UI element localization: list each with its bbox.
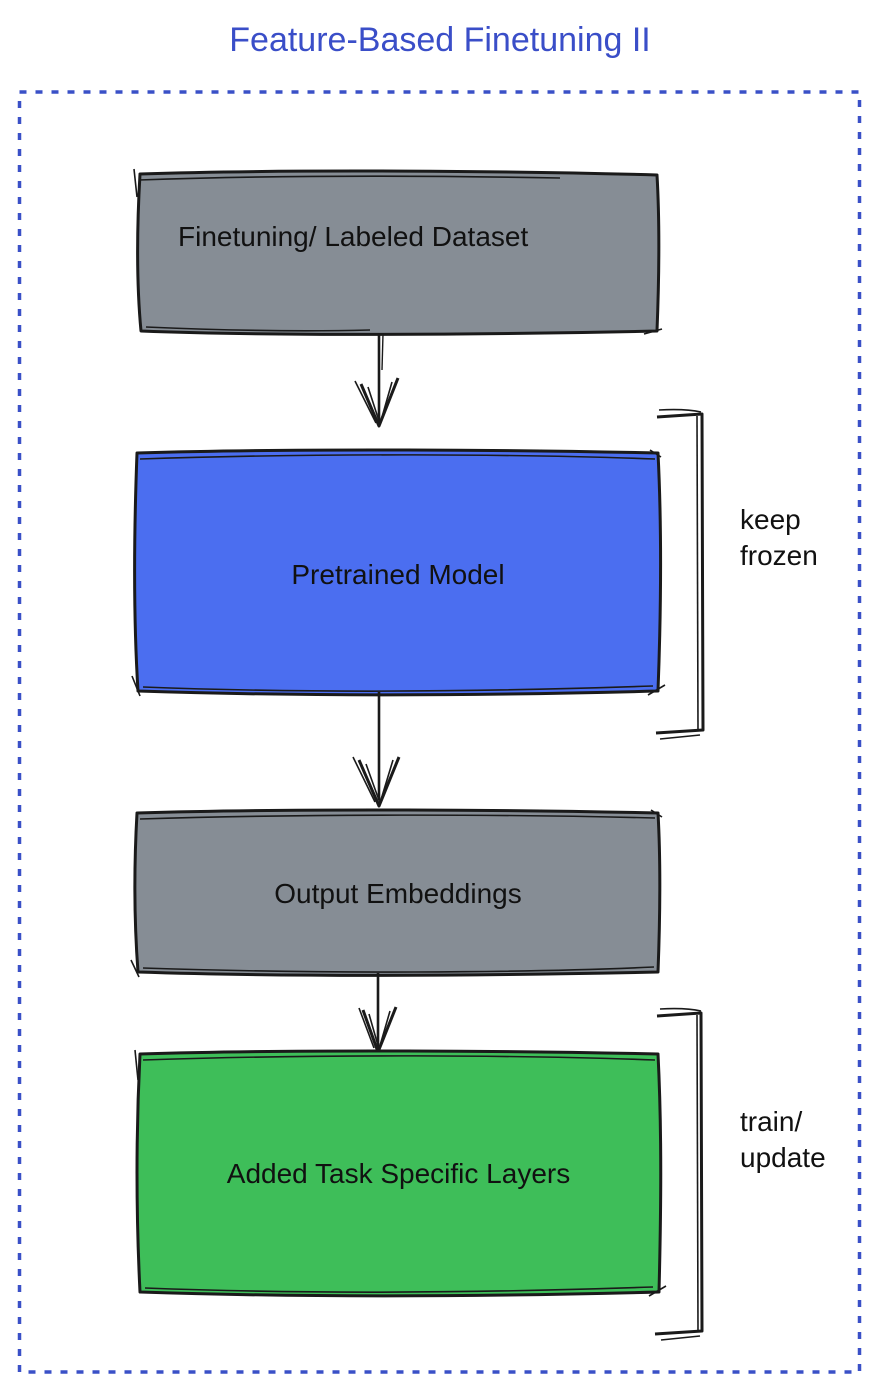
sketch-stroke	[145, 326, 371, 332]
sketch-stroke	[648, 1285, 667, 1297]
sketch-stroke	[133, 168, 138, 198]
sketch-stroke	[131, 675, 141, 697]
box-task-specific-layers-shape	[135, 1049, 663, 1298]
sketch-stroke	[142, 1055, 656, 1061]
box-output-embeddings-shape	[133, 808, 662, 977]
label-output-embeddings: Output Embeddings	[274, 878, 522, 909]
box-pretrained-model-shape	[133, 448, 663, 697]
annotation-line: train/	[740, 1106, 803, 1137]
sketch-stroke	[130, 959, 140, 978]
label-finetuning-dataset: Finetuning/ Labeled Dataset	[178, 221, 529, 252]
arrow-model-to-embeddings	[352, 692, 401, 808]
sketch-stroke	[647, 684, 666, 696]
bracket-train-update	[654, 1007, 704, 1341]
sketch-stroke	[139, 454, 656, 460]
sketch-stroke	[139, 814, 656, 820]
sketch-stroke	[142, 685, 654, 692]
sketch-stroke	[134, 1049, 139, 1081]
label-task-specific-layers: Added Task Specific Layers	[226, 1158, 571, 1189]
dotted-frame	[17, 90, 862, 1374]
sketch-stroke	[643, 328, 663, 335]
sketch-stroke	[138, 175, 561, 181]
annotation-line: keep	[740, 504, 801, 535]
sketch-stroke	[650, 809, 663, 818]
annotation-line: update	[740, 1142, 826, 1173]
label-pretrained-model: Pretrained Model	[291, 559, 505, 590]
arrow-embeddings-to-layers	[358, 973, 398, 1054]
annotation-line: frozen	[740, 540, 818, 571]
box-finetuning-dataset	[133, 168, 663, 336]
bracket-keep-frozen	[655, 408, 705, 740]
box-task-specific-layers	[134, 1049, 667, 1298]
sketch-stroke	[144, 1286, 654, 1293]
sketch-stroke	[649, 449, 662, 458]
box-output-embeddings	[130, 808, 663, 978]
annotation-train-update: train/ update	[740, 1104, 826, 1176]
box-pretrained-model	[131, 448, 666, 697]
diagram-title: Feature-Based Finetuning II	[229, 21, 651, 59]
sketch-stroke	[142, 966, 655, 973]
annotation-keep-frozen: keep frozen	[740, 502, 818, 574]
arrow-dataset-to-model	[354, 333, 400, 428]
